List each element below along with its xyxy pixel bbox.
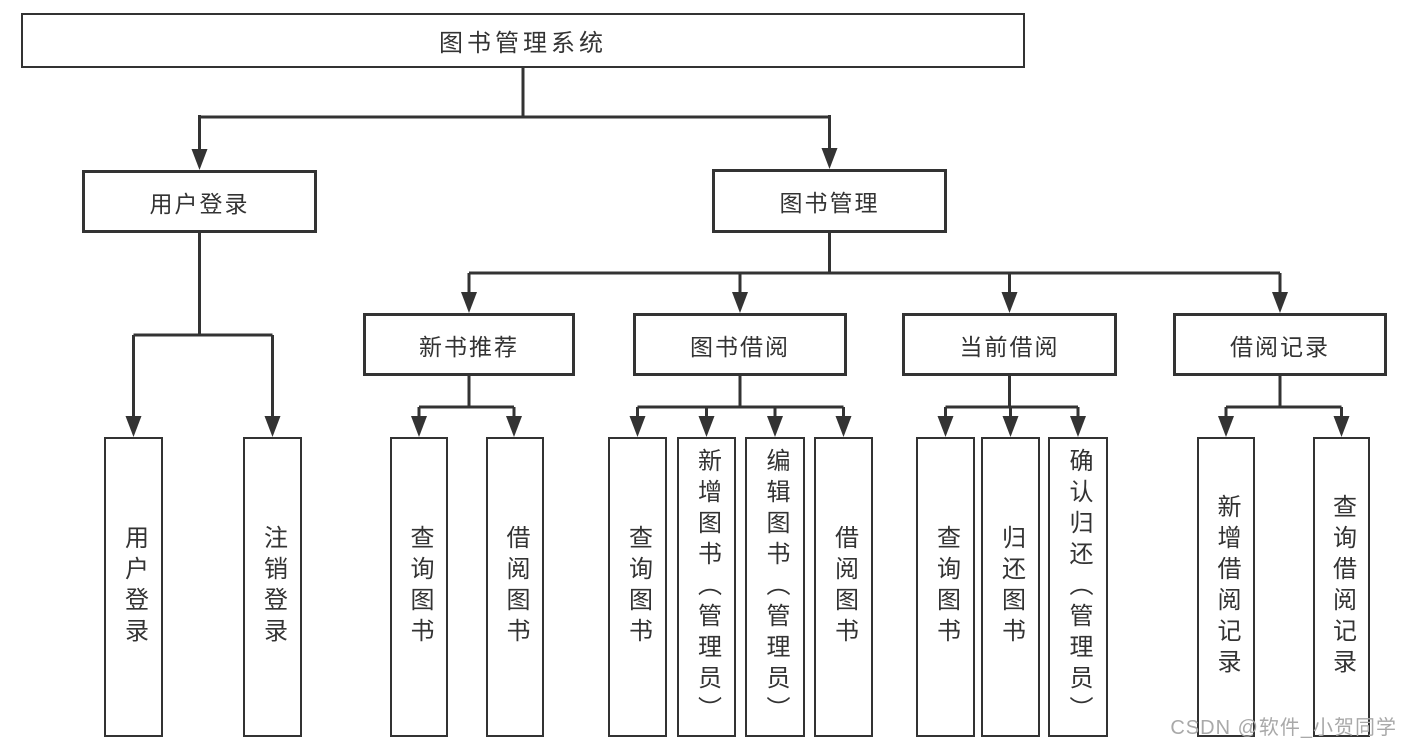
node-book-borrow: 图书借阅: [633, 313, 847, 376]
leaf-current-query-books: 查询图书: [916, 437, 975, 737]
leaf-user-login-label: 用户登录: [120, 525, 148, 649]
node-borrow-records: 借阅记录: [1173, 313, 1387, 376]
edge-book-management-to-level3: [461, 233, 1288, 313]
node-current-borrow-label: 当前借阅: [959, 333, 1060, 360]
leaf-recommend-query-books: 查询图书: [390, 437, 448, 737]
node-book-management-label: 图书管理: [779, 190, 880, 216]
leaf-current-query-books-label: 查询图书: [932, 525, 960, 649]
node-current-borrow: 当前借阅: [902, 313, 1117, 376]
leaf-logout-label: 注销登录: [259, 525, 287, 649]
leaf-recommend-borrow-books: 借阅图书: [486, 437, 544, 737]
leaf-current-return-books: 归还图书: [981, 437, 1040, 737]
node-library-system: 图书管理系统: [21, 13, 1025, 68]
leaf-current-confirm-return-admin-label: 确认归还（管理员）: [1065, 447, 1092, 727]
csdn-watermark: CSDN @软件_小贺同学: [1170, 717, 1397, 739]
leaf-recommend-borrow-books-label: 借阅图书: [502, 525, 529, 649]
leaf-records-query-record-label: 查询借阅记录: [1328, 494, 1356, 680]
leaf-borrow-edit-books-admin: 编辑图书（管理员）: [745, 437, 805, 737]
leaf-borrow-add-books-admin-label: 新增图书（管理员）: [693, 447, 721, 727]
edge-user-login-to-leaves: [125, 233, 281, 437]
leaf-borrow-add-books-admin: 新增图书（管理员）: [677, 437, 736, 737]
leaf-recommend-query-books-label: 查询图书: [406, 525, 433, 649]
edge-recommend-to-leaves: [411, 376, 522, 437]
leaf-logout: 注销登录: [243, 437, 302, 737]
edge-current-to-leaves: [937, 376, 1086, 437]
node-book-borrow-label: 图书借阅: [690, 333, 790, 360]
node-book-management: 图书管理: [712, 169, 947, 233]
node-user-login-label: 用户登录: [149, 190, 250, 217]
leaf-current-confirm-return-admin: 确认归还（管理员）: [1048, 437, 1108, 737]
edge-records-to-leaves: [1218, 376, 1350, 437]
leaf-records-add-record-label: 新增借阅记录: [1213, 494, 1240, 680]
leaf-user-login: 用户登录: [104, 437, 163, 737]
node-library-system-label: 图书管理系统: [439, 30, 607, 57]
node-new-book-recommend: 新书推荐: [363, 313, 575, 376]
leaf-borrow-edit-books-admin-label: 编辑图书（管理员）: [762, 447, 789, 727]
edge-borrow-to-leaves: [629, 376, 852, 437]
node-new-book-recommend-label: 新书推荐: [419, 333, 519, 360]
leaf-current-return-books-label: 归还图书: [997, 525, 1025, 649]
leaf-borrow-query-books: 查询图书: [608, 437, 667, 737]
node-borrow-records-label: 借阅记录: [1230, 333, 1330, 360]
edge-root-to-level2: [191, 66, 838, 170]
leaf-records-query-record: 查询借阅记录: [1313, 437, 1370, 737]
leaf-borrow-borrow-books: 借阅图书: [814, 437, 873, 737]
leaf-borrow-query-books-label: 查询图书: [624, 525, 652, 649]
leaf-records-add-record: 新增借阅记录: [1197, 437, 1255, 737]
node-user-login: 用户登录: [82, 170, 317, 233]
leaf-borrow-borrow-books-label: 借阅图书: [830, 525, 858, 649]
